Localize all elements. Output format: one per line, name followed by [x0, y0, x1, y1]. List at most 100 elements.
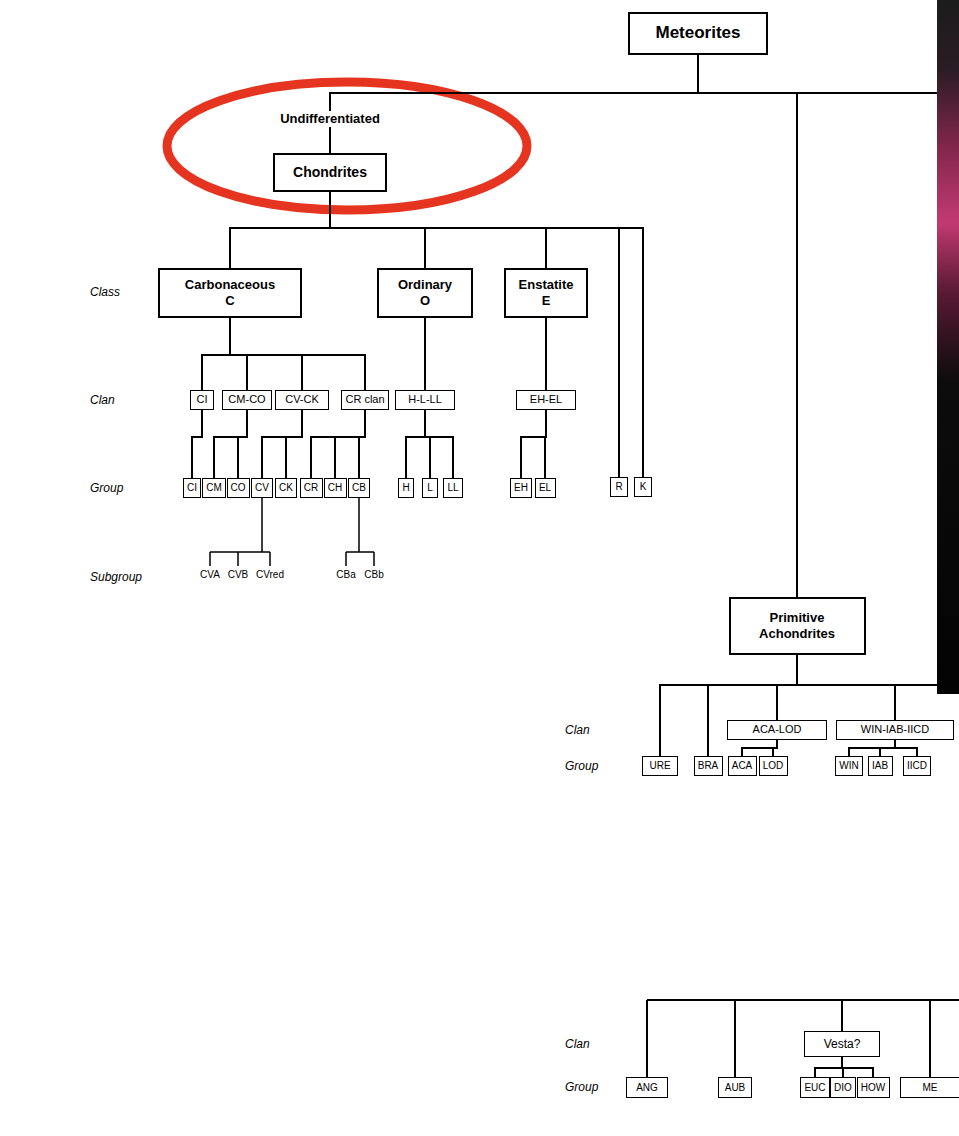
node-text: HOW	[861, 1082, 885, 1094]
group-box: EH	[510, 478, 532, 498]
group-box: L	[422, 478, 438, 498]
tree-connector	[545, 318, 547, 390]
node-text: CH	[328, 482, 342, 494]
node-text: AUB	[725, 1082, 746, 1094]
class-box: CarbonaceousC	[158, 268, 302, 318]
clan-box: EH-EL	[516, 390, 576, 410]
node-text: BRA	[698, 760, 719, 772]
clan-box: CR clan	[341, 390, 389, 410]
group-box: URE	[642, 756, 678, 776]
tree-connector	[406, 410, 425, 478]
node-text: C	[225, 293, 234, 309]
subgroup-label: CVred	[254, 569, 286, 581]
node-text: URE	[649, 760, 670, 772]
photo-strip	[937, 0, 959, 694]
node-text: ACA-LOD	[753, 723, 802, 736]
node-text: WIN-IAB-IICD	[861, 723, 929, 736]
node-text: CM	[206, 482, 222, 494]
subgroup-label: CBb	[362, 569, 385, 581]
tree-connector	[262, 410, 302, 478]
node-text: ACA	[732, 760, 753, 772]
group-box: ANG	[626, 1077, 668, 1098]
node-text: CV	[255, 482, 269, 494]
class-box: OrdinaryO	[377, 268, 473, 318]
node-text: Carbonaceous	[185, 277, 275, 293]
clan-box: Vesta?	[804, 1031, 880, 1057]
tree-connector	[773, 740, 777, 756]
node-text: DIO	[834, 1082, 852, 1094]
group-box: BRA	[694, 756, 723, 776]
group-box: LL	[443, 478, 463, 498]
group-box: H	[398, 478, 414, 498]
tree-connector	[777, 655, 797, 720]
group-box: CR	[300, 478, 323, 498]
tree-connector	[214, 410, 247, 478]
node-text: L	[427, 482, 433, 494]
node-text: H-L-LL	[408, 393, 442, 406]
node-text: Ordinary	[398, 277, 452, 293]
root-box: Meteorites	[628, 12, 768, 55]
row-label: Group	[563, 759, 600, 773]
tree-connector	[311, 410, 365, 478]
tree-connector	[330, 192, 546, 268]
node-text: CI	[187, 482, 197, 494]
clan-box: CV-CK	[275, 390, 329, 410]
node-text: Meteorites	[655, 23, 740, 43]
tree-connector	[742, 740, 777, 756]
tree-connector	[880, 740, 895, 756]
node-text: CM-CO	[228, 393, 265, 406]
tree-connector	[842, 1057, 873, 1077]
tree-connector	[330, 55, 698, 153]
row-label: Clan	[563, 1037, 592, 1051]
subgroup-label: CVA	[198, 569, 222, 581]
node-text: CR	[304, 482, 318, 494]
node-text: LOD	[763, 760, 784, 772]
group-box: K	[634, 477, 652, 497]
row-label: Clan	[563, 723, 592, 737]
group-box: CV	[251, 478, 273, 498]
node-text: WIN	[839, 760, 858, 772]
node-text: EL	[539, 482, 551, 494]
clan-box: CI	[190, 390, 214, 410]
tree-connector	[521, 410, 546, 478]
group-box: LOD	[759, 756, 788, 776]
tree-connector	[230, 192, 330, 268]
group-box: CH	[324, 478, 347, 498]
tree-connector	[286, 410, 302, 478]
group-box: IAB	[868, 756, 893, 776]
node-text: ANG	[636, 1082, 658, 1094]
node-text: Chondrites	[293, 164, 367, 181]
tree-connector	[545, 410, 546, 478]
tree-connector	[230, 318, 365, 390]
group-box: R	[610, 477, 628, 497]
group-box: CO	[227, 478, 250, 498]
node-text: LL	[447, 482, 458, 494]
group-box: CK	[275, 478, 297, 498]
tree-connector	[330, 192, 425, 268]
tree-connector	[425, 410, 453, 478]
group-box: EL	[535, 478, 556, 498]
tree-connector	[238, 410, 247, 478]
node-text: O	[420, 293, 430, 309]
node-text: Vesta?	[824, 1037, 861, 1051]
node-text: EH-EL	[530, 393, 562, 406]
node-text: ME	[923, 1082, 938, 1094]
row-label: Class	[88, 285, 122, 299]
row-label: Group	[563, 1080, 600, 1094]
node-text: CI	[197, 393, 208, 406]
node-text: CR clan	[345, 393, 384, 406]
tree-connector	[335, 410, 365, 478]
clan-box: ACA-LOD	[727, 720, 827, 740]
node-text: CB	[352, 482, 366, 494]
node-text: CV-CK	[285, 393, 319, 406]
clan-box: WIN-IAB-IICD	[836, 720, 954, 740]
tree-line	[647, 1000, 959, 1077]
group-box: CM	[202, 478, 226, 498]
group-box: CI	[183, 478, 201, 498]
heading-label: Undifferentiated	[278, 111, 382, 127]
subgroup-label: CBa	[334, 569, 357, 581]
node-text: E	[542, 293, 551, 309]
tree-connector	[359, 410, 365, 478]
group-box: EUC	[800, 1077, 830, 1098]
